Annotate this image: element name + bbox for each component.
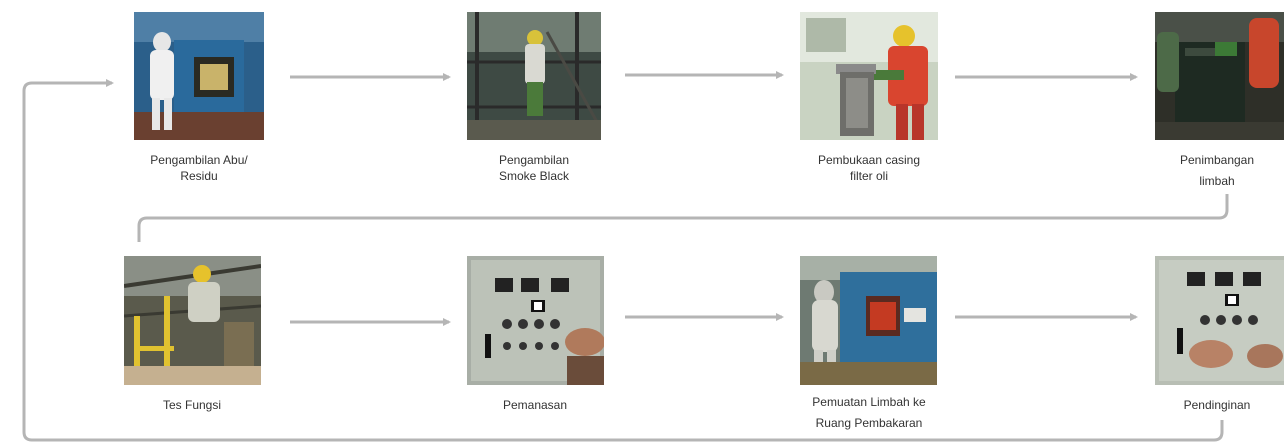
- photo-pemanasan: [467, 256, 604, 385]
- photo-tes-fungsi: [124, 256, 261, 385]
- label-line: Pengambilan: [498, 153, 570, 167]
- label-line: Ruang Pembakaran: [815, 416, 923, 430]
- label-line: Pemuatan Limbah ke: [812, 395, 926, 409]
- label-line: Pembukaan casing: [817, 153, 921, 167]
- photo-penimbangan-limbah: [1155, 12, 1284, 140]
- connector-row1-to-row2: [137, 194, 1229, 242]
- label-penimbangan-limbah: Penimbangan limbah: [1150, 150, 1284, 192]
- photo-pemuatan-limbah: [800, 256, 937, 385]
- label-line: Smoke Black: [498, 169, 570, 183]
- label-pengambilan-smoke-black: Pengambilan Smoke Black: [454, 152, 614, 184]
- photo-pembukaan-casing: [800, 12, 938, 140]
- label-line: limbah: [1199, 174, 1235, 188]
- label-line: Tes Fungsi: [162, 398, 222, 412]
- connector-loop-back: [22, 79, 1224, 442]
- photo-pengambilan-abu: [134, 12, 264, 140]
- label-line: Pengambilan Abu/: [150, 153, 248, 167]
- photo-pendinginan: [1155, 256, 1284, 385]
- photo-pengambilan-smoke-black: [467, 12, 601, 140]
- label-line: Pemanasan: [502, 398, 568, 412]
- label-pendinginan: Pendinginan: [1150, 397, 1284, 413]
- label-pemanasan: Pemanasan: [455, 397, 615, 413]
- label-line: Penimbangan: [1179, 153, 1255, 167]
- label-line: filter oli: [849, 169, 888, 183]
- label-pembukaan-casing: Pembukaan casing filter oli: [789, 152, 949, 184]
- label-line: Residu: [180, 169, 218, 183]
- label-line: Pendinginan: [1183, 398, 1251, 412]
- label-pemuatan-limbah: Pemuatan Limbah ke Ruang Pembakaran: [789, 392, 949, 434]
- label-pengambilan-abu: Pengambilan Abu/ Residu: [119, 152, 279, 184]
- label-tes-fungsi: Tes Fungsi: [112, 397, 272, 413]
